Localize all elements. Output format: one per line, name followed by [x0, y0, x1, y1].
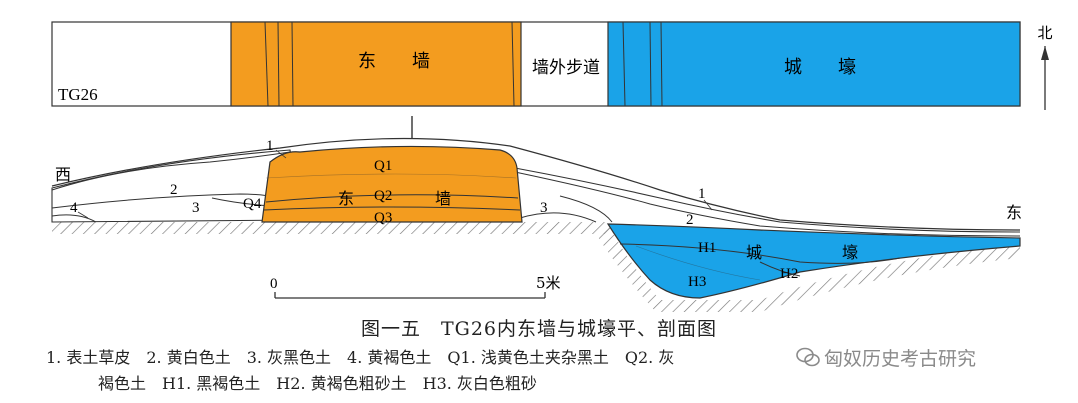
- layer-label-4: 4: [70, 200, 78, 216]
- watermark-text: 匈奴历史考古研究: [824, 347, 977, 370]
- plan-moat: [607, 21, 1021, 107]
- plan-label-tg26: TG26: [58, 85, 98, 104]
- layer-label-2-east: 2: [686, 212, 694, 228]
- layer-label-q1: Q1: [374, 158, 392, 174]
- plan-label-walkway: 墙外步道: [532, 58, 600, 78]
- plan-label-east-wall: 东 墙: [358, 51, 430, 72]
- section-wall: [261, 145, 523, 223]
- scale-bar: 0 5米: [270, 274, 561, 299]
- layer-label-1-east: 1: [698, 186, 706, 202]
- section-west-label: 西: [55, 165, 71, 184]
- plan-label-moat: 城 壕: [784, 57, 856, 78]
- scale-five: 5米: [536, 274, 561, 292]
- section-wall-label-b: 墙: [435, 189, 451, 208]
- scale-zero: 0: [270, 276, 278, 292]
- section-view: 西 东 1 2 3 4 1 2 3 Q1 Q2 Q3 Q4 H1 H2 H3 东…: [51, 116, 1022, 312]
- layer-label-q4: Q4: [243, 196, 262, 212]
- ground-hatch-east: [596, 224, 1020, 312]
- legend-line-2: 褐色土 H1. 黑褐色土 H2. 黄褐色粗砂土 H3. 灰白色粗砂: [98, 374, 537, 393]
- section-east-label: 东: [1006, 203, 1022, 222]
- layer-label-h2: H2: [780, 266, 798, 282]
- ground-hatch-west: [52, 222, 612, 234]
- figure-drawing: TG26 东 墙 墙外步道 城 壕 北: [51, 21, 1053, 312]
- layer-label-h3: H3: [688, 274, 706, 290]
- section-moat-label-b: 壕: [842, 243, 858, 262]
- layer-label-q2: Q2: [374, 188, 392, 204]
- figure-caption-title: 图一五 TG26内东墙与城壕平、剖面图: [360, 318, 718, 340]
- section-wall-label-a: 东: [338, 189, 354, 208]
- layer-label-3-east: 3: [540, 200, 548, 216]
- layer-label-1-west: 1: [266, 138, 274, 154]
- wechat-icon: [796, 347, 820, 367]
- layer-label-3-west: 3: [192, 200, 200, 216]
- watermark: 匈奴历史考古研究: [790, 342, 1060, 372]
- layer-label-2-west: 2: [170, 182, 178, 198]
- layer-label-q3: Q3: [374, 210, 392, 226]
- layer-2-west: [51, 149, 301, 223]
- north-label: 北: [1037, 24, 1052, 42]
- layer-label-h1: H1: [698, 240, 716, 256]
- section-moat-label-a: 城: [746, 243, 762, 262]
- legend-line-1: 1. 表土草皮 2. 黄白色土 3. 灰黑色土 4. 黄褐色土 Q1. 浅黄色土…: [46, 348, 675, 367]
- section-moat: [606, 223, 1021, 299]
- north-arrow-icon: [1041, 46, 1049, 110]
- plan-view: TG26 东 墙 墙外步道 城 壕 北: [51, 21, 1053, 110]
